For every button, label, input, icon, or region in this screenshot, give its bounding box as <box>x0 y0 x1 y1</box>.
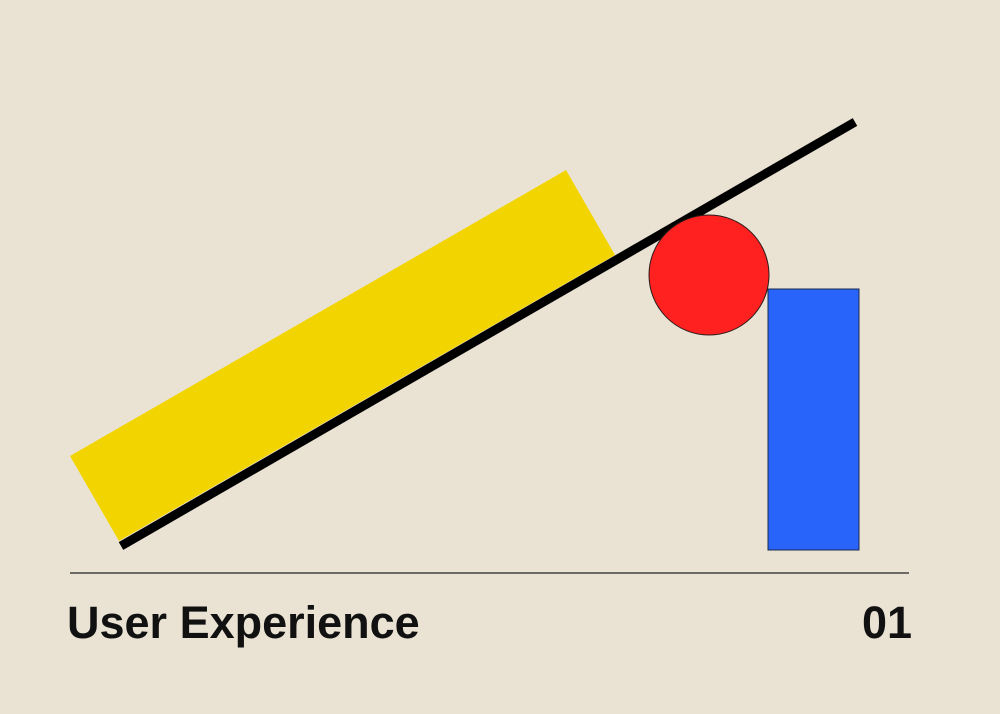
poster-title: User Experience <box>67 597 420 648</box>
yellow-rectangle <box>70 170 615 541</box>
red-circle <box>648 214 770 336</box>
poster-number: 01 <box>861 597 912 648</box>
blue-rectangle <box>767 288 860 551</box>
black-diagonal-line <box>118 118 858 550</box>
